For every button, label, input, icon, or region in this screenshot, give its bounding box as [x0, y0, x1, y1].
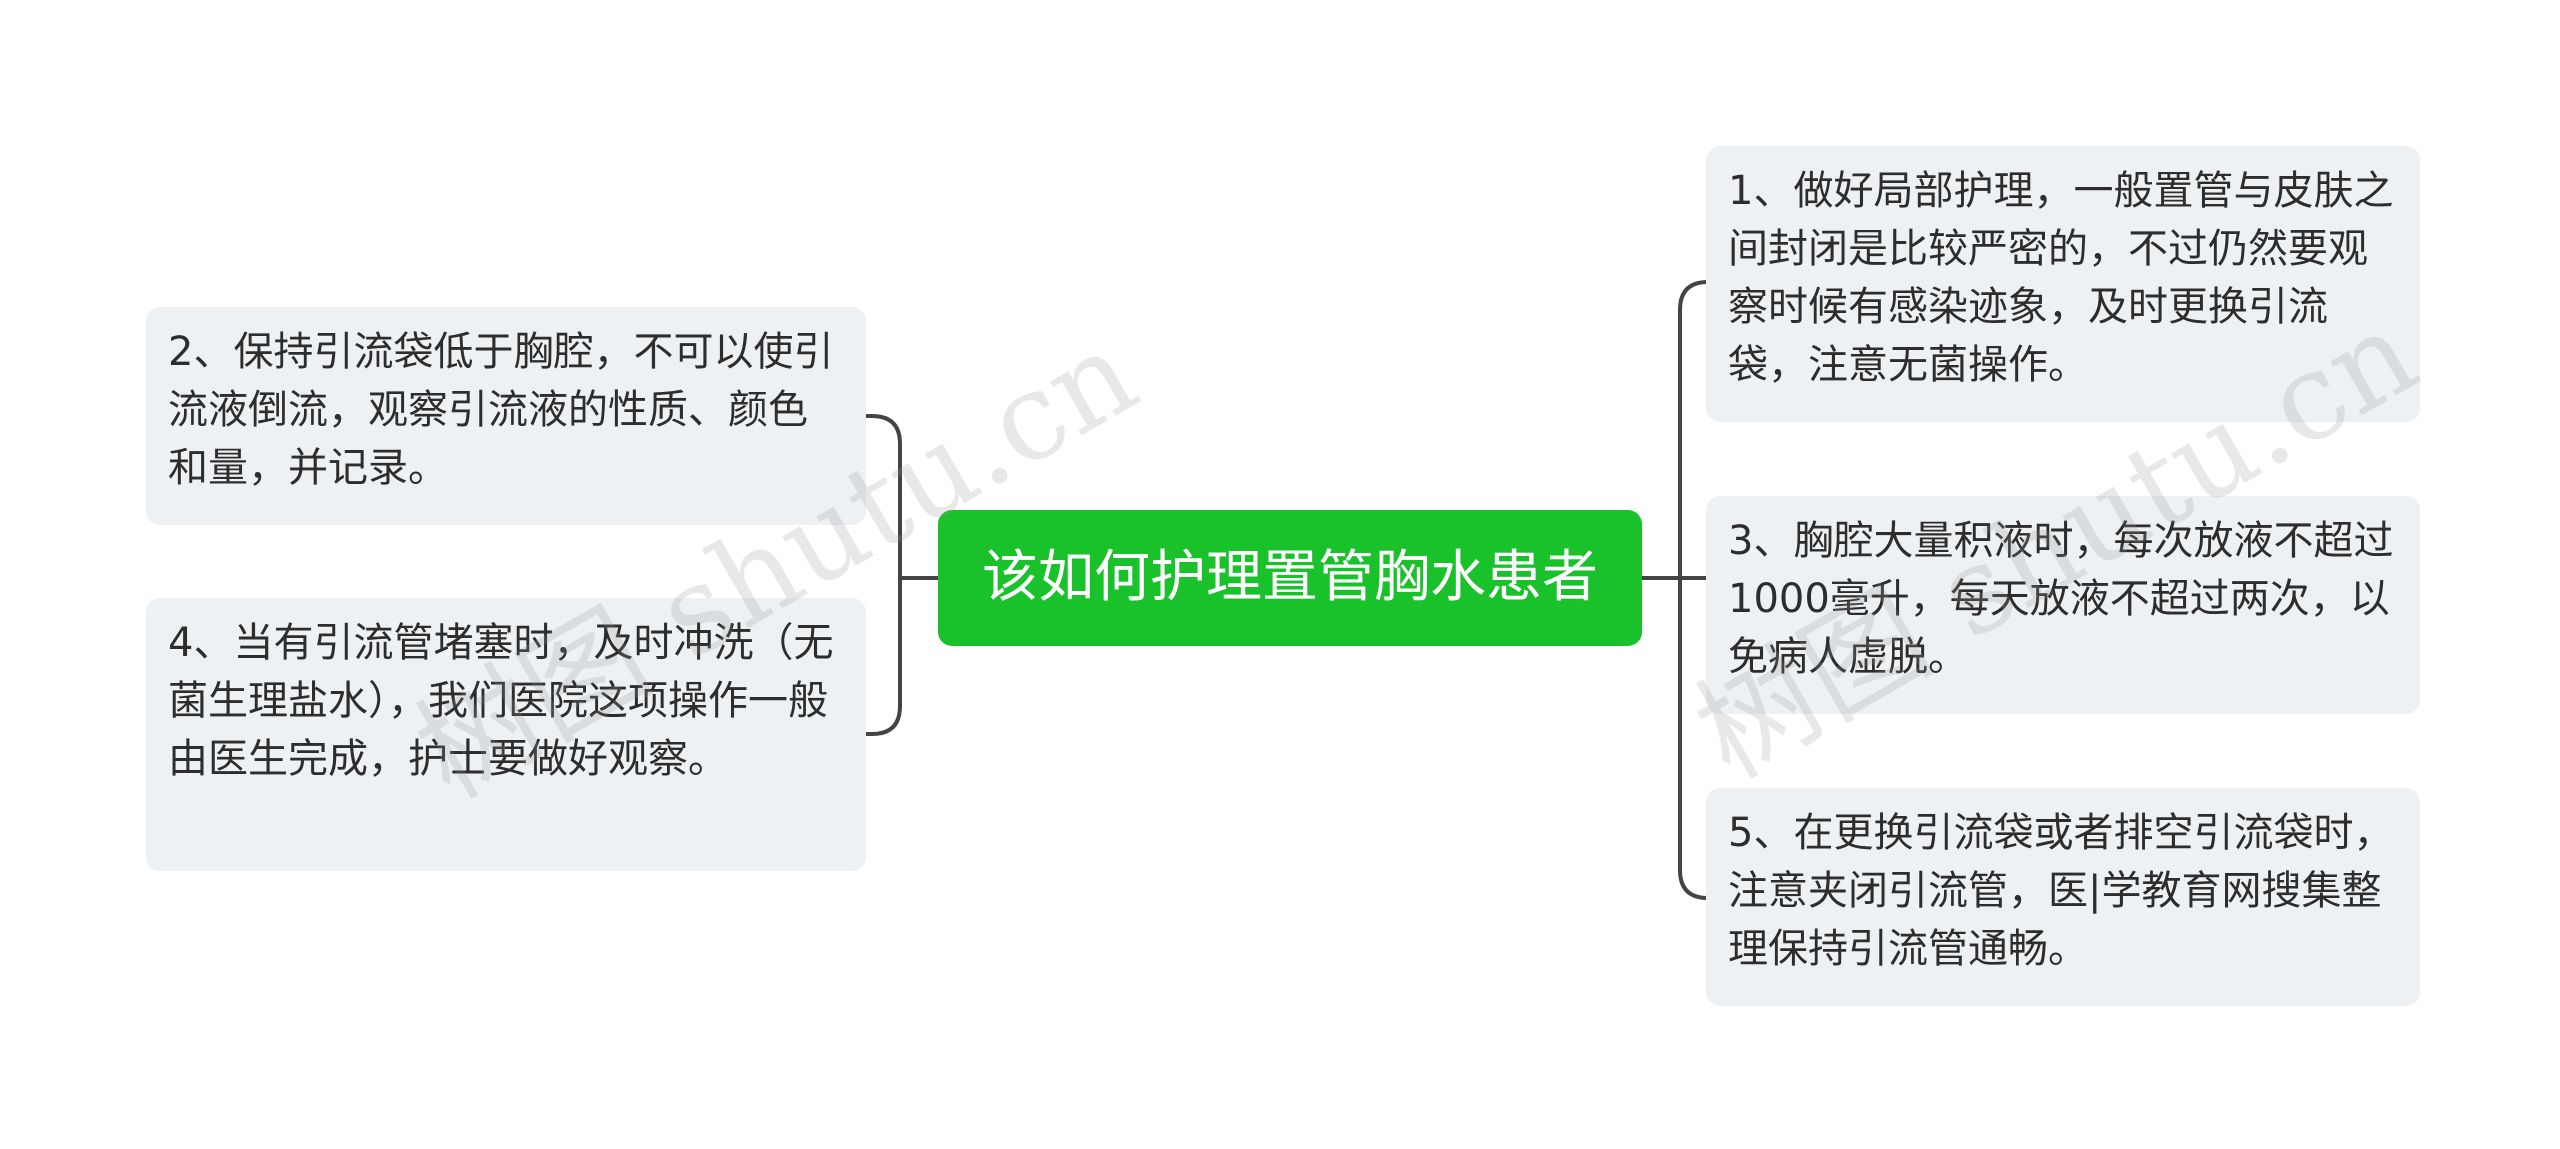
branch-left-1[interactable]: 2、保持引流袋低于胸腔，不可以使引流液倒流，观察引流液的性质、颜色和量，并记录。 [146, 307, 866, 525]
central-topic[interactable]: 该如何护理置管胸水患者 [938, 510, 1642, 646]
connector-left-trunk [870, 414, 902, 736]
branch-left-2[interactable]: 4、当有引流管堵塞时，及时冲洗（无菌生理盐水），我们医院这项操作一般由医生完成，… [146, 598, 866, 871]
branch-right-2[interactable]: 3、胸腔大量积液时，每次放液不超过1000毫升，每天放液不超过两次，以免病人虚脱… [1706, 496, 2420, 714]
branch-right-3[interactable]: 5、在更换引流袋或者排空引流袋时，注意夹闭引流管，医|学教育网搜集整理保持引流管… [1706, 788, 2420, 1006]
connector-right-trunk [1678, 280, 1710, 900]
branch-right-1[interactable]: 1、做好局部护理，一般置管与皮肤之间封闭是比较严密的，不过仍然要观察时候有感染迹… [1706, 146, 2420, 422]
